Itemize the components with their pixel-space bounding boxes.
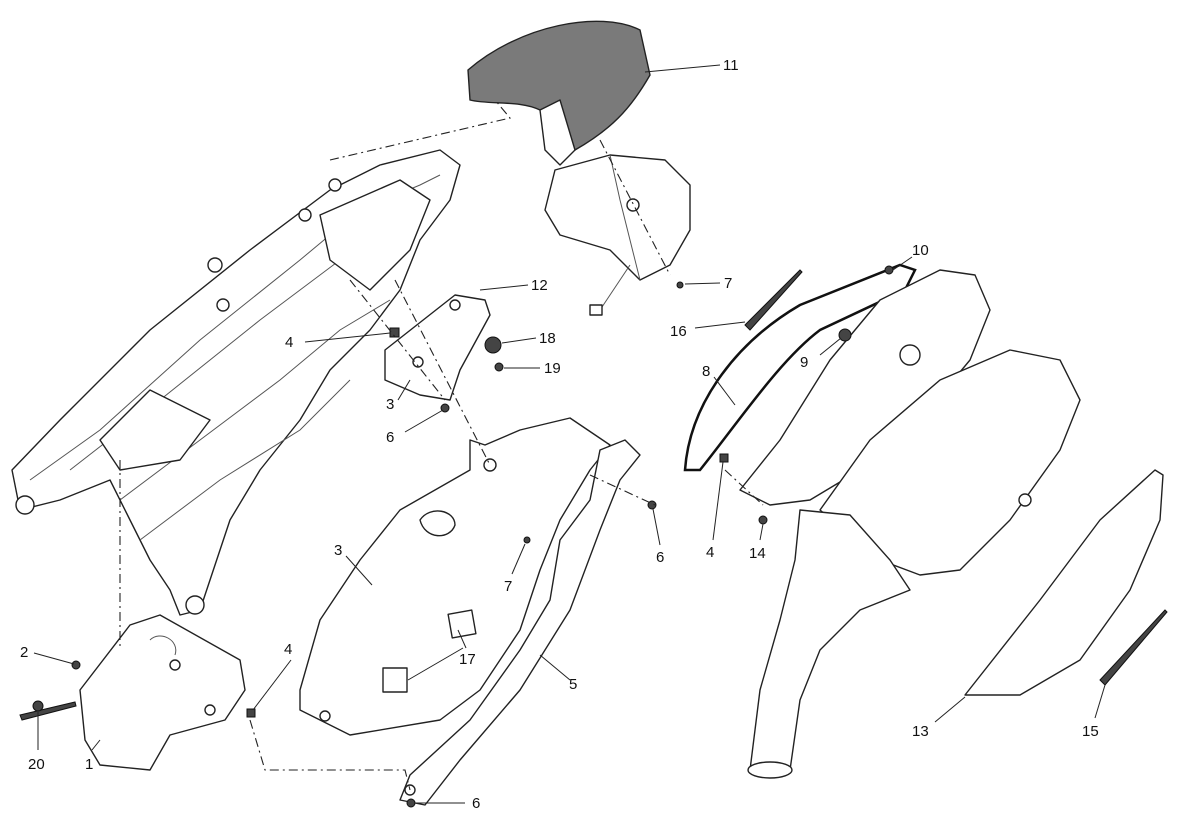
- callout-14: 14: [749, 545, 766, 562]
- callout-6: 6: [472, 795, 480, 812]
- assembly-lines: [119, 99, 764, 791]
- callout-13: 13: [912, 723, 929, 740]
- callout-2: 2: [20, 644, 28, 661]
- callout-11: 11: [723, 57, 739, 74]
- callout-17: 17: [459, 651, 476, 668]
- callout-6: 6: [656, 549, 664, 566]
- callout-15: 15: [1082, 723, 1099, 740]
- callout-4: 4: [706, 544, 714, 561]
- part-12-bracket: [384, 294, 491, 401]
- callout-4: 4: [284, 641, 292, 658]
- callout-19: 19: [544, 360, 561, 377]
- callout-labels: 11 12 4 18 19 3 6 7 16 10 9 8 4 14 6 7 3…: [20, 57, 1099, 812]
- callout-3: 3: [386, 396, 394, 413]
- rear-subframe: [11, 149, 461, 616]
- callout-6: 6: [386, 429, 394, 446]
- leader-lines: [33, 64, 1106, 804]
- callout-3: 3: [334, 542, 342, 559]
- callout-7: 7: [724, 275, 732, 292]
- part-5-trim-strip: [399, 439, 641, 806]
- callout-16: 16: [670, 323, 687, 340]
- taillight-assembly: [544, 154, 691, 316]
- callout-8: 8: [702, 363, 710, 380]
- part-11-cover: [467, 20, 651, 166]
- callout-4: 4: [285, 334, 293, 351]
- exhaust-assembly: [739, 269, 1081, 779]
- part-8-grab-rail: [683, 263, 917, 472]
- callout-9: 9: [800, 354, 808, 371]
- callout-18: 18: [539, 330, 556, 347]
- part-3-side-panel: [299, 417, 611, 736]
- callout-20: 20: [28, 756, 45, 773]
- callout-12: 12: [531, 277, 548, 294]
- callout-1: 1: [85, 756, 93, 773]
- callout-7: 7: [504, 578, 512, 595]
- part-13-insulation: [964, 469, 1164, 696]
- callout-5: 5: [569, 676, 577, 693]
- part-1-license-bracket: [79, 614, 246, 771]
- callout-10: 10: [912, 242, 929, 259]
